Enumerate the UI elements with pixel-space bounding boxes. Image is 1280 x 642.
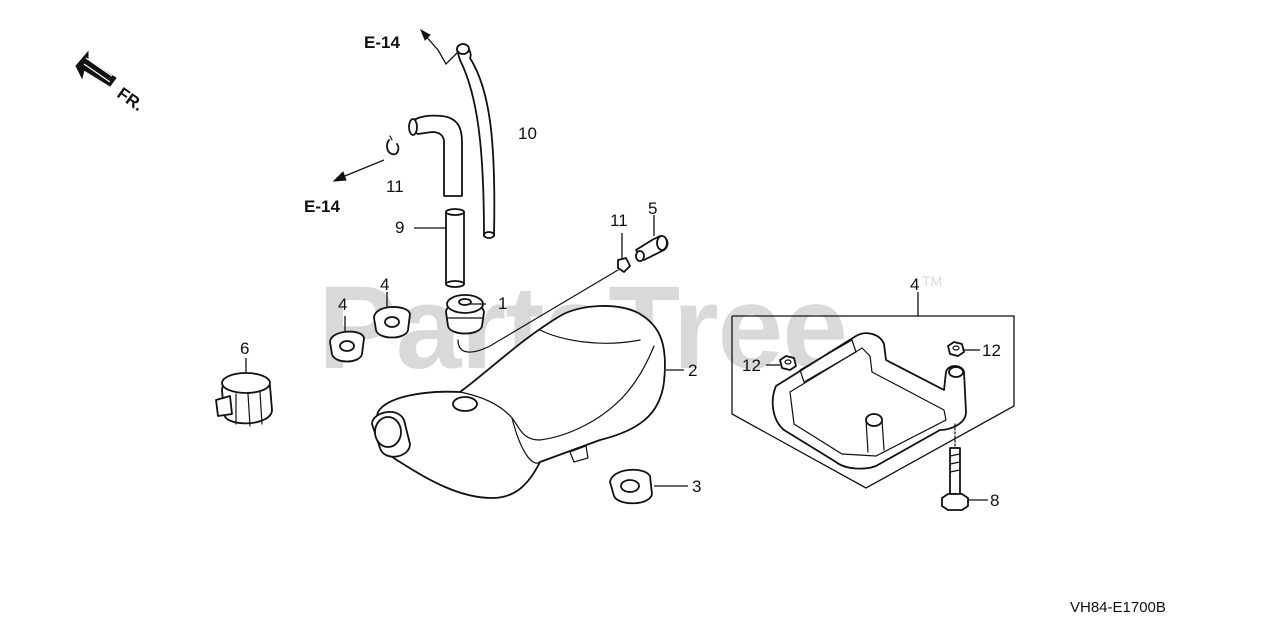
breather-tube-part[interactable] — [408, 114, 465, 288]
front-direction-label: FR. — [114, 84, 147, 115]
callout-12-right[interactable]: 12 — [982, 341, 1001, 360]
callout-8[interactable]: 9 — [395, 218, 404, 237]
hose-route-line — [457, 269, 619, 353]
callout-5[interactable]: 4 — [910, 275, 919, 294]
tank-bracket-part[interactable] — [771, 332, 967, 470]
callout-9[interactable]: 10 — [518, 124, 537, 143]
reference-e14-left[interactable]: E-14 — [304, 197, 340, 216]
callout-7[interactable]: 5 — [648, 199, 657, 218]
bracket-outline-box — [731, 315, 1015, 489]
reference-arrow-left-icon — [332, 159, 385, 182]
callout-4-left[interactable]: 4 — [338, 295, 347, 314]
mount-grommet-right-part[interactable] — [373, 306, 411, 339]
flange-bolt-part[interactable] — [941, 423, 969, 511]
callout-12-left[interactable]: 12 — [742, 356, 761, 375]
tube-clip-upper-part[interactable] — [386, 135, 400, 156]
nut-left-part[interactable] — [779, 355, 797, 371]
tube-clip-tank-part[interactable] — [617, 257, 631, 273]
diagram-code: VH84-E1700B — [1070, 599, 1166, 616]
callout-2[interactable]: 2 — [688, 361, 697, 380]
watermark-trademark: TM — [922, 273, 942, 289]
callout-11-tank[interactable]: 11 — [610, 211, 628, 230]
grommet-valve-part[interactable] — [445, 294, 485, 335]
callout-6[interactable]: 6 — [240, 339, 249, 358]
callout-11-upper[interactable]: 11 — [386, 177, 404, 196]
callout-4-right[interactable]: 4 — [380, 275, 389, 294]
mount-grommet-left-part[interactable] — [329, 330, 365, 363]
fuel-filler-cap-part[interactable] — [215, 372, 273, 427]
vent-tube-part[interactable] — [456, 43, 496, 239]
callout-3[interactable]: 3 — [692, 477, 701, 496]
fuel-joint-part[interactable] — [635, 235, 669, 262]
reference-e14-top[interactable]: E-14 — [364, 33, 400, 52]
front-direction-arrow-icon — [75, 50, 117, 87]
reference-arrow-top-icon — [420, 28, 461, 66]
tank-bottom-grommet-part[interactable] — [609, 468, 653, 505]
callout-1[interactable]: 1 — [498, 294, 507, 313]
fuel-tank-part[interactable] — [371, 305, 666, 499]
callout-10[interactable]: 8 — [990, 491, 999, 510]
nut-right-part[interactable] — [947, 341, 965, 357]
